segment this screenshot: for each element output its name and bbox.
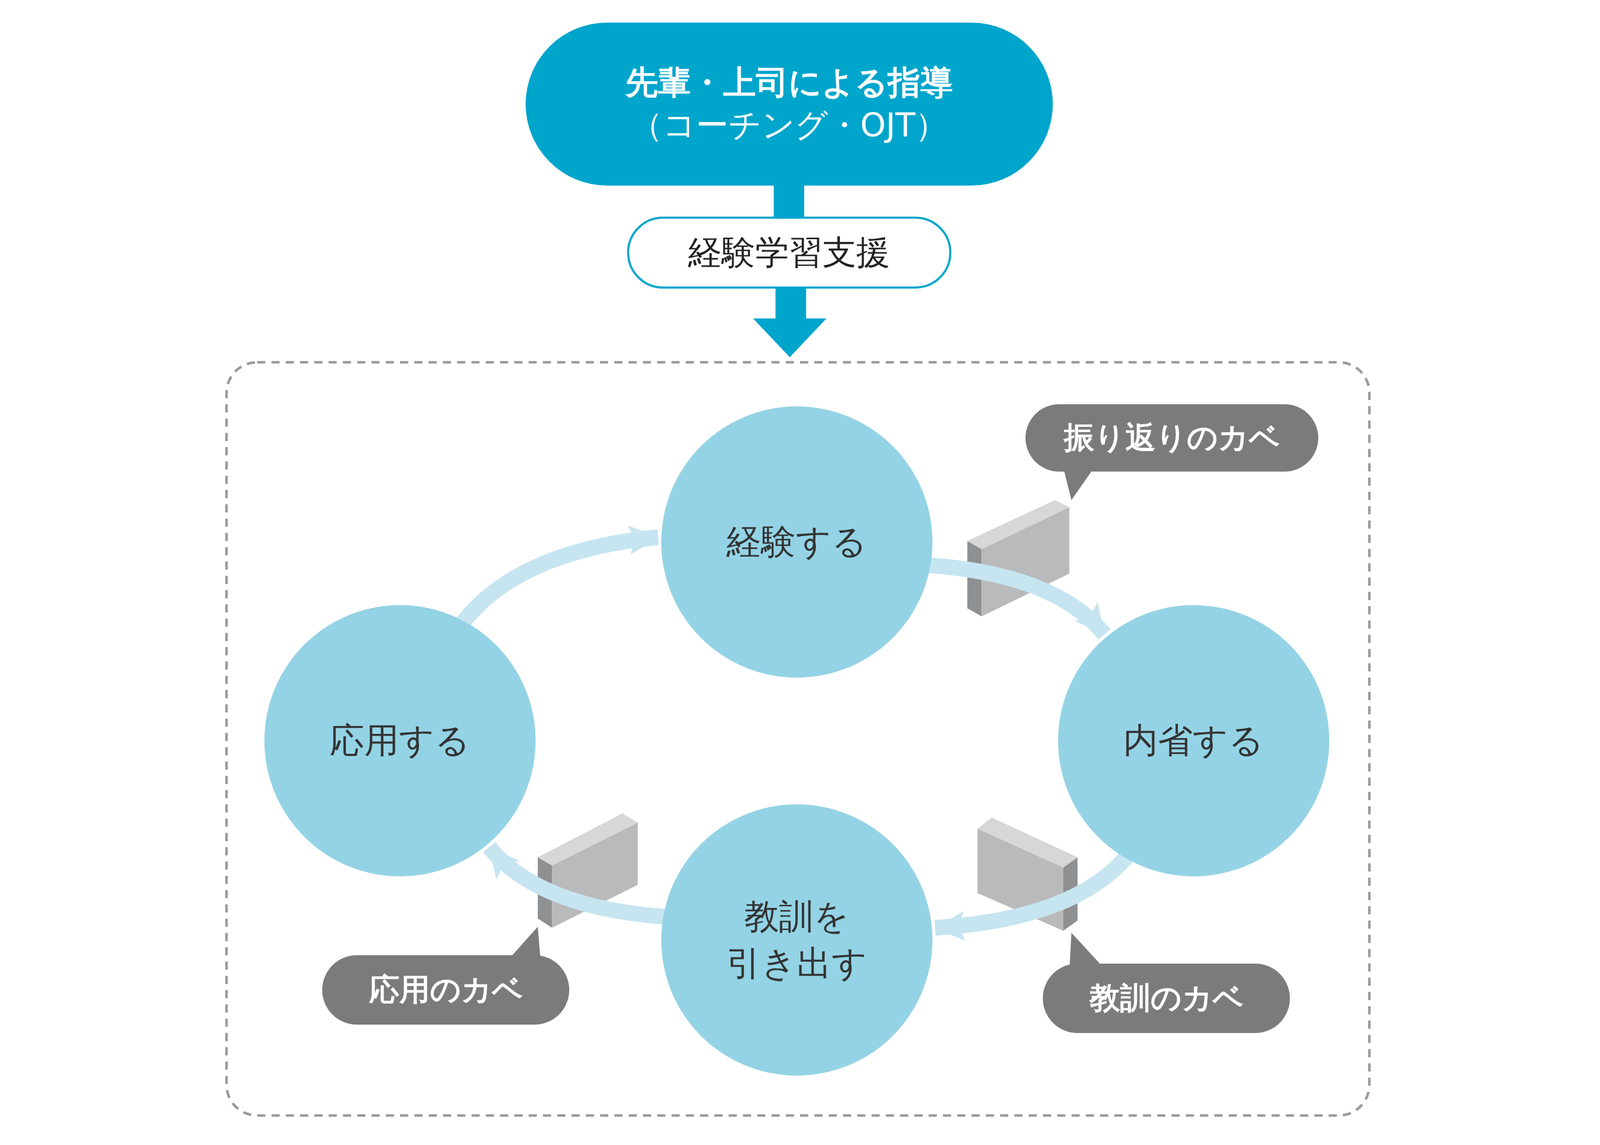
node-label: 教訓を 引き出す [712, 893, 881, 987]
node-label: 教訓のカベ [1089, 979, 1244, 1017]
stage-circle: 応用する [264, 604, 536, 877]
node-label: 内省する [1123, 716, 1265, 764]
stage-circle: 経験する [661, 406, 933, 678]
circle-outline [661, 804, 933, 1076]
cycle-arrow [928, 565, 1105, 635]
support-bar [773, 184, 805, 218]
circle-fill [264, 604, 536, 877]
node-sublabel: （コーチング・OJT） [630, 104, 949, 147]
cycle-arrow [935, 856, 1127, 928]
stage-circle: 内省する [1058, 604, 1330, 877]
circle-fill [661, 804, 933, 1076]
node-label: 応用のカベ [368, 971, 523, 1009]
node-label: 経験学習支援 [688, 232, 890, 273]
stage-circle: 教訓を 引き出す [661, 804, 933, 1076]
dashed-frame [226, 362, 1370, 1116]
callout-label: 振り返りのカベ [1025, 404, 1319, 472]
node-label: 振り返りのカベ [1063, 419, 1280, 457]
circle-fill [661, 406, 933, 678]
support-arrowhead [753, 318, 827, 358]
node-label: 経験する [726, 518, 868, 566]
leader-pill: 先輩・上司による指導（コーチング・OJT） [525, 22, 1053, 186]
node-label: 先輩・上司による指導 [625, 61, 953, 105]
cycle-arrow [489, 846, 666, 917]
callout-label: 教訓のカベ [1042, 963, 1290, 1033]
cycle-arrow [462, 537, 659, 623]
circle-fill [1058, 604, 1330, 877]
support-bar [775, 287, 806, 321]
support-pill: 経験学習支援 [627, 216, 952, 289]
callout-label: 応用のカベ [322, 955, 570, 1025]
node-label: 応用する [329, 716, 471, 764]
